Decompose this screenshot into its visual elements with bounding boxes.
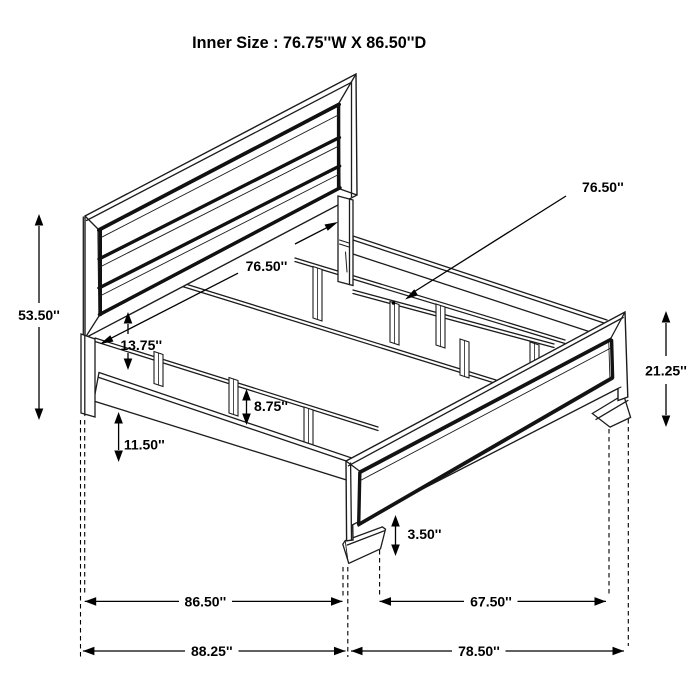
svg-text:8.75'': 8.75''	[254, 398, 288, 414]
svg-text:Inner Size : 76.75''W X 86.50': Inner Size : 76.75''W X 86.50''D	[192, 34, 426, 52]
svg-text:21.25'': 21.25''	[645, 362, 687, 378]
svg-text:76.50'': 76.50''	[246, 258, 288, 274]
svg-text:67.50'': 67.50''	[470, 593, 512, 609]
svg-text:86.50'': 86.50''	[185, 593, 227, 609]
svg-text:78.50'': 78.50''	[458, 643, 500, 659]
svg-text:88.25'': 88.25''	[191, 643, 233, 659]
svg-text:13.75'': 13.75''	[120, 337, 162, 353]
svg-text:76.50'': 76.50''	[582, 179, 624, 195]
svg-text:53.50'': 53.50''	[18, 307, 60, 323]
svg-text:11.50'': 11.50''	[124, 436, 165, 452]
svg-text:3.50'': 3.50''	[408, 526, 442, 542]
